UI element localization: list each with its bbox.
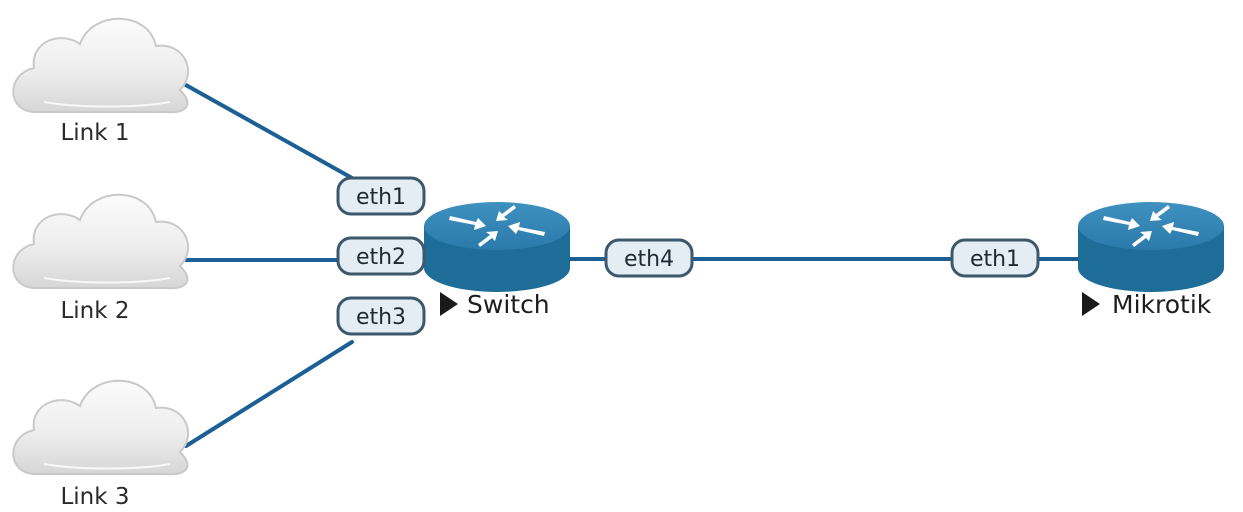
cloud-label: Link 1 xyxy=(60,120,129,146)
port-pill xyxy=(336,176,426,216)
port-pill xyxy=(336,236,426,276)
port-switch-eth4[interactable]: eth4 xyxy=(604,238,694,278)
link-cloud3-switch xyxy=(184,340,354,448)
cloud-icon xyxy=(12,17,190,114)
port-label: eth1 xyxy=(356,185,406,210)
port-pill xyxy=(950,238,1040,278)
port-pill xyxy=(336,296,426,336)
router-icon xyxy=(1078,202,1224,292)
switch-node[interactable]: Switch xyxy=(424,202,570,319)
device-label: Switch xyxy=(467,290,550,319)
cloud-icon xyxy=(12,193,190,290)
mikrotik-node[interactable]: Mikrotik xyxy=(1078,202,1224,319)
router-icon xyxy=(424,202,570,292)
port-mikrotik-eth1[interactable]: eth1 xyxy=(950,238,1040,278)
port-label: eth3 xyxy=(356,305,406,330)
port-switch-eth1[interactable]: eth1 xyxy=(336,176,426,216)
device-label: Mikrotik xyxy=(1112,290,1212,319)
port-pill xyxy=(604,238,694,278)
port-switch-eth3[interactable]: eth3 xyxy=(336,296,426,336)
link-cloud1-switch xyxy=(182,82,354,180)
cloud-icon xyxy=(12,379,190,476)
cloud-link-1[interactable]: Link 1 xyxy=(12,17,190,146)
port-label: eth1 xyxy=(970,247,1020,272)
cloud-label: Link 3 xyxy=(60,484,129,510)
port-label: eth4 xyxy=(624,247,674,272)
play-icon xyxy=(1082,292,1100,316)
cloud-label: Link 2 xyxy=(60,298,129,324)
cloud-link-2[interactable]: Link 2 xyxy=(12,193,190,324)
port-switch-eth2[interactable]: eth2 xyxy=(336,236,426,276)
cloud-link-3[interactable]: Link 3 xyxy=(12,379,190,510)
play-icon xyxy=(440,292,458,316)
port-label: eth2 xyxy=(356,245,406,270)
